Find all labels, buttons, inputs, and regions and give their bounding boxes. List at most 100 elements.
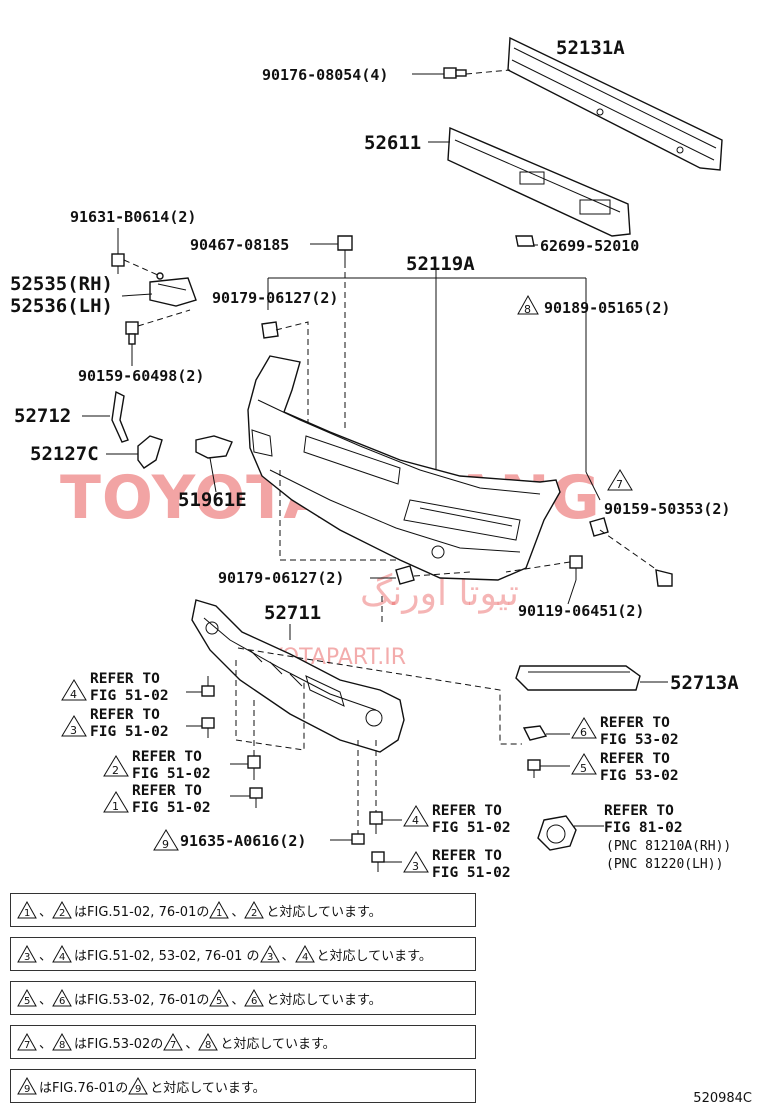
- svg-text:8: 8: [59, 1040, 65, 1051]
- note-triangle-6: 6: [52, 989, 72, 1007]
- part-52711-grille[interactable]: [191, 599, 405, 753]
- ref-5-fig: FIG 53-02: [600, 768, 679, 784]
- label-52713A: 52713A: [670, 672, 739, 694]
- screw-ref4-mid-icon: [369, 811, 383, 834]
- svg-text:8: 8: [524, 303, 531, 316]
- ref-fog-refer: REFER TO: [604, 803, 674, 819]
- ref-2-left-refer: REFER TO: [132, 749, 202, 765]
- note-triangle-3: 3: [17, 945, 37, 963]
- note-triangle-1: 1: [209, 901, 230, 919]
- svg-text:4: 4: [59, 952, 65, 963]
- ref-6-refer: REFER TO: [600, 715, 670, 731]
- note-triangle-4: 4: [294, 945, 315, 963]
- svg-text:1: 1: [216, 908, 222, 919]
- ref-fog-fig: FIG 81-02: [604, 820, 683, 836]
- note-triangle-3: 3: [259, 945, 280, 963]
- note-triangle-6: 6: [244, 989, 265, 1007]
- svg-text:1: 1: [112, 800, 119, 813]
- screw-ref5-icon: [527, 759, 541, 778]
- svg-text:8: 8: [205, 1040, 211, 1051]
- screw-ref3-mid-icon: [371, 851, 385, 872]
- svg-text:4: 4: [70, 688, 77, 701]
- screw-ref3-icon: [201, 717, 215, 738]
- label-52711: 52711: [264, 602, 321, 624]
- triangle-2-left: 2: [103, 755, 129, 777]
- triangle-4-left: 4: [61, 679, 87, 701]
- svg-text:4: 4: [412, 814, 419, 827]
- note-mid-text: はFIG.53-02, 76-01の: [74, 992, 210, 1008]
- triangle-8: 8: [517, 294, 539, 316]
- ref-2-left-fig: FIG 51-02: [132, 766, 211, 782]
- nut-90159b-icon: [589, 517, 609, 537]
- label-52131A: 52131A: [556, 37, 625, 59]
- note-mid-text: はFIG.76-01の: [39, 1080, 129, 1096]
- fog-lamp-icon[interactable]: [537, 815, 577, 851]
- svg-text:4: 4: [302, 952, 308, 963]
- svg-text:2: 2: [112, 764, 119, 777]
- bolt-90176-icon: [443, 67, 467, 79]
- label-90179b: 90179-06127(2): [218, 569, 344, 587]
- label-91631: 91631-B0614(2): [70, 208, 196, 226]
- note-end-text: と対応しています。: [150, 1080, 266, 1096]
- label-90176: 90176-08054(4): [262, 66, 388, 84]
- triangle-3-mid: 3: [403, 851, 429, 873]
- ref-fog-pnc-rh: (PNC 81210A(RH)): [606, 839, 731, 854]
- ref-fog-pnc-lh: (PNC 81220(LH)): [606, 857, 723, 872]
- note-triangle-9: 9: [128, 1077, 149, 1095]
- triangle-3-left: 3: [61, 715, 87, 737]
- svg-text:6: 6: [251, 996, 257, 1007]
- note-triangle-7: 7: [17, 1033, 37, 1051]
- ref-5-refer: REFER TO: [600, 751, 670, 767]
- svg-text:9: 9: [162, 838, 169, 851]
- note-end-text: と対応しています。: [266, 904, 382, 920]
- svg-text:5: 5: [216, 996, 222, 1007]
- svg-text:7: 7: [616, 478, 623, 491]
- svg-text:6: 6: [580, 726, 587, 739]
- svg-text:2: 2: [251, 908, 257, 919]
- note-mid-text: はFIG.51-02, 76-01の: [74, 904, 210, 920]
- svg-text:6: 6: [59, 996, 65, 1007]
- note-triangle-2: 2: [244, 901, 265, 919]
- note-triangle-2: 2: [52, 901, 72, 919]
- part-52713A-molding[interactable]: [515, 665, 641, 691]
- part-52712-molding[interactable]: [111, 390, 129, 443]
- part-52127C-cover[interactable]: [137, 435, 163, 469]
- note-end-text: と対応しています。: [220, 1036, 336, 1052]
- label-52611: 52611: [364, 132, 421, 154]
- note-triangle-1: 1: [17, 901, 37, 919]
- ref-3-left-refer: REFER TO: [90, 707, 160, 723]
- label-52127C: 52127C: [30, 443, 99, 465]
- label-90467: 90467-08185: [190, 236, 289, 254]
- part-52611-absorber[interactable]: [447, 126, 631, 237]
- triangle-5: 5: [571, 753, 597, 775]
- svg-text:7: 7: [170, 1040, 176, 1051]
- bolt-90159a-icon: [125, 321, 139, 345]
- part-52535-bracket[interactable]: [149, 272, 197, 307]
- triangle-4-mid: 4: [403, 805, 429, 827]
- svg-text:9: 9: [24, 1084, 30, 1095]
- svg-text:1: 1: [24, 908, 30, 919]
- part-51961E-hook-cover[interactable]: [195, 435, 233, 459]
- screw-90119-icon: [569, 555, 583, 580]
- label-90179a: 90179-06127(2): [212, 289, 338, 307]
- label-90159b: 90159-50353(2): [604, 500, 730, 518]
- bolt-91631-icon: [111, 253, 125, 274]
- note-row-5: 9 はFIG.76-01の 9 と対応しています。: [10, 1069, 476, 1103]
- ref-4-mid-fig: FIG 51-02: [432, 820, 511, 836]
- note-mid-text: はFIG.53-02の: [74, 1036, 164, 1052]
- triangle-6: 6: [571, 717, 597, 739]
- label-52536: 52536(LH): [10, 295, 113, 317]
- svg-text:3: 3: [412, 860, 419, 873]
- svg-text:9: 9: [135, 1084, 141, 1095]
- label-51961E: 51961E: [178, 489, 247, 511]
- svg-text:3: 3: [267, 952, 273, 963]
- part-52131A-reinforcement[interactable]: [507, 36, 723, 171]
- part-52119A-bumper-cover[interactable]: [247, 355, 561, 581]
- ref-4-left-refer: REFER TO: [90, 671, 160, 687]
- note-triangle-5: 5: [209, 989, 230, 1007]
- triangle-9: 9: [153, 829, 179, 851]
- triangle-1-left: 1: [103, 791, 129, 813]
- nut-91635-icon: [351, 833, 365, 845]
